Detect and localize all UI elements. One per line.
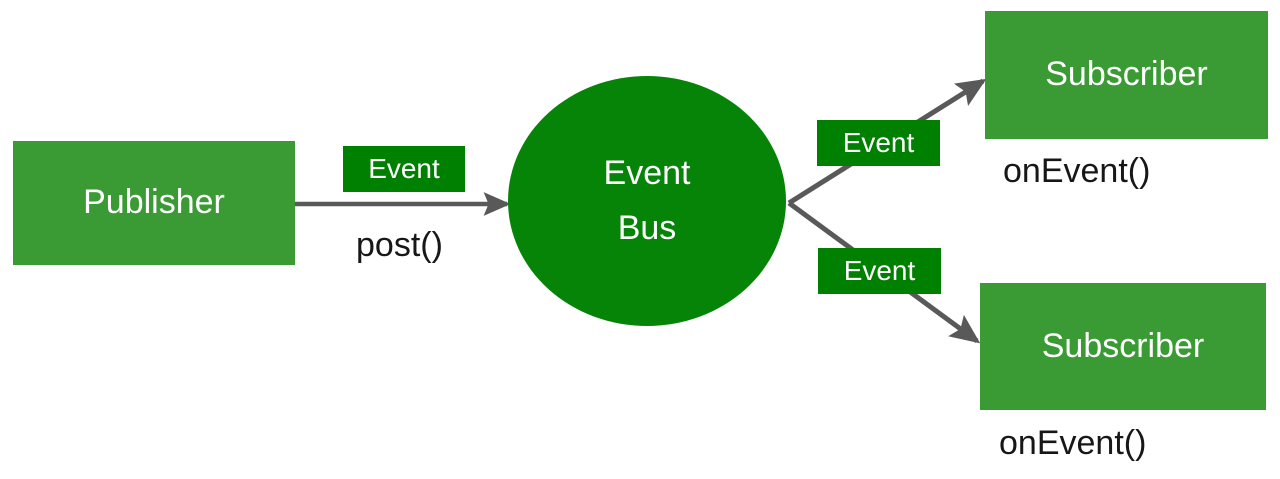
event-chip-subscriber-bottom-label: Event [843, 254, 916, 286]
event-chip-subscriber-top[interactable]: Event [817, 120, 940, 166]
event-bus-node[interactable]: Event Bus [508, 76, 786, 326]
event-chip-post[interactable]: Event [343, 146, 465, 192]
subscriber-top-label: Subscriber [1045, 55, 1208, 94]
caption-on-event-bottom: onEvent() [999, 424, 1147, 462]
event-chip-post-label: Event [368, 152, 440, 184]
publisher-label: Publisher [83, 183, 225, 222]
event-bus-label-line2: Bus [617, 209, 677, 247]
event-chip-subscriber-bottom[interactable]: Event [818, 248, 941, 294]
subscriber-top-node[interactable]: Subscriber [985, 11, 1268, 139]
event-bus-label-line1: Event [603, 153, 691, 192]
event-chip-subscriber-top-label: Event [842, 126, 915, 158]
subscriber-bottom-node[interactable]: Subscriber [980, 283, 1266, 410]
publisher-node[interactable]: Publisher [13, 141, 295, 265]
caption-post: post() [356, 226, 443, 264]
caption-on-event-top: onEvent() [1003, 152, 1151, 190]
subscriber-bottom-label: Subscriber [1041, 326, 1205, 365]
